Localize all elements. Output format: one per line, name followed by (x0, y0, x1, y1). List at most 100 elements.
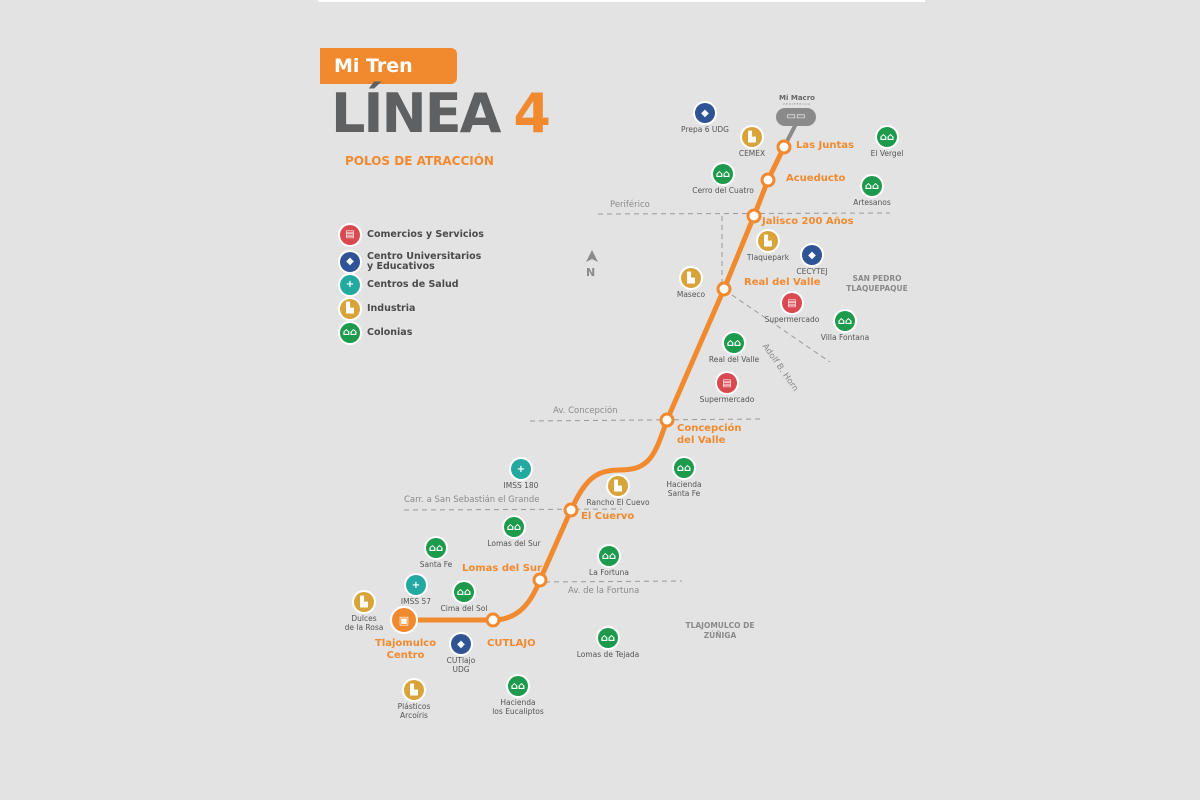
title-text: LÍNEA (331, 82, 501, 145)
houses-icon[interactable]: ⌂⌂ (674, 458, 694, 478)
road-av-fortuna (544, 580, 683, 583)
storefront-icon[interactable]: ▤ (717, 373, 737, 393)
poi-label-real-del-valle: Real del Valle (708, 355, 760, 364)
poi-label-dulces-de-la-rosa: Dulces de la Rosa (344, 614, 384, 632)
station-marker-concepcion-del-valle[interactable] (659, 412, 675, 428)
station-marker-cutlajo[interactable] (485, 612, 501, 628)
compass-label: N (586, 266, 596, 279)
poi-label-plasticos-arcoiris: Plásticos Arcoíris (397, 702, 431, 720)
poi-label-maseco: Maseco (676, 290, 706, 299)
houses-icon[interactable]: ⌂⌂ (724, 333, 744, 353)
factory-icon[interactable]: ▙ (608, 476, 628, 496)
poi-label-hacienda-santa-fe: Hacienda Santa Fe (666, 480, 702, 498)
station-label-cutlajo[interactable]: CUTLAJO (487, 638, 536, 649)
factory-icon: ▙ (340, 299, 360, 319)
station-marker-lomas-del-sur[interactable] (532, 572, 548, 588)
medical-cross-icon: + (340, 275, 360, 295)
graduation-cap-icon[interactable]: ◆ (802, 245, 822, 265)
station-marker-acueducto[interactable] (760, 172, 776, 188)
houses-icon[interactable]: ⌂⌂ (426, 538, 446, 558)
station-marker-el-cuervo[interactable] (563, 502, 579, 518)
legend-item-salud: +Centros de Salud (340, 275, 459, 295)
poi-label-cerro-del-cuatro: Cerro del Cuatro (692, 186, 754, 195)
road-periferico (597, 212, 891, 215)
poi-label-cecytej: CECYTEJ (796, 267, 828, 276)
houses-icon[interactable]: ⌂⌂ (835, 311, 855, 331)
factory-icon[interactable]: ▙ (404, 680, 424, 700)
train-icon: ▣ (399, 614, 409, 627)
houses-icon[interactable]: ⌂⌂ (454, 582, 474, 602)
north-arrow (586, 250, 598, 262)
north-arrow-icon (586, 250, 598, 262)
poi-label-prepa-6-udg: Prepa 6 UDG (681, 125, 729, 134)
bus-icon: ▭▭ (776, 108, 816, 126)
station-label-acueducto[interactable]: Acueducto (786, 173, 846, 184)
poi-label-villa-fontana: Villa Fontana (820, 333, 870, 342)
medical-cross-icon[interactable]: + (511, 459, 531, 479)
line-4-route (401, 144, 787, 623)
legend-label: Centro Universitarios y Educativos (367, 251, 482, 272)
station-marker-tlajomulco-centro[interactable] (390, 606, 418, 634)
poi-label-imss-57: IMSS 57 (400, 597, 432, 606)
houses-icon[interactable]: ⌂⌂ (862, 176, 882, 196)
poi-label-lomas-del-sur: Lomas del Sur (487, 539, 541, 548)
poi-label-artesanos: Artesanos (853, 198, 891, 207)
legend-label: Industria (367, 303, 416, 314)
storefront-icon[interactable]: ▤ (782, 293, 802, 313)
mi-macro-sublabel: PERIFÉRICO (783, 102, 811, 106)
poi-label-cutlajo-udg: CUTlajo UDG (446, 656, 476, 674)
houses-icon[interactable]: ⌂⌂ (599, 546, 619, 566)
road-label-av-fortuna: Av. de la Fortuna (568, 586, 640, 596)
graduation-cap-icon[interactable]: ◆ (695, 103, 715, 123)
houses-icon[interactable]: ⌂⌂ (877, 127, 897, 147)
station-label-real-del-valle[interactable]: Real del Valle (744, 277, 821, 288)
road-av-concepcion (529, 418, 763, 422)
line-number: 4 (513, 82, 551, 145)
station-marker-jalisco-200-anos[interactable] (746, 208, 762, 224)
station-label-lomas-del-sur[interactable]: Lomas del Sur (462, 563, 542, 574)
road-label-av-concepcion: Av. Concepción (553, 406, 618, 416)
houses-icon[interactable]: ⌂⌂ (598, 628, 618, 648)
mi-macro-label: Mi Macro (779, 94, 815, 102)
station-label-tlajomulco-centro[interactable]: Tlajomulco Centro (375, 638, 437, 661)
factory-icon[interactable]: ▙ (681, 268, 701, 288)
factory-icon[interactable]: ▙ (354, 592, 374, 612)
road-label-carr-san-sebastian: Carr. a San Sebastián el Grande (404, 495, 540, 505)
legend-label: Colonias (367, 327, 413, 338)
station-marker-real-del-valle[interactable] (716, 281, 732, 297)
station-label-jalisco-200-anos[interactable]: Jalisco 200 Años (762, 216, 854, 227)
poi-label-santa-fe: Santa Fe (419, 560, 453, 569)
medical-cross-icon[interactable]: + (406, 575, 426, 595)
station-label-las-juntas[interactable]: Las Juntas (796, 140, 854, 151)
brand-label: Mi Tren (320, 48, 457, 84)
factory-icon[interactable]: ▙ (742, 127, 762, 147)
road-label-periferico: Periférico (610, 200, 650, 210)
houses-icon[interactable]: ⌂⌂ (504, 517, 524, 537)
legend-label: Comercios y Servicios (367, 229, 484, 240)
region-san-pedro-tlaquepaque: SAN PEDRO TLAQUEPAQUE (846, 274, 908, 293)
graduation-cap-icon: ◆ (340, 252, 360, 272)
storefront-icon: ▤ (340, 225, 360, 245)
houses-icon[interactable]: ⌂⌂ (508, 676, 528, 696)
station-marker-las-juntas[interactable] (776, 139, 792, 155)
top-strip (318, 0, 925, 2)
region-tlajomulco: TLAJOMULCO DE ZÚÑIGA (685, 621, 755, 640)
houses-icon[interactable]: ⌂⌂ (713, 164, 733, 184)
legend-item-colonias: ⌂⌂ Colonias (340, 323, 412, 343)
station-label-concepcion-del-valle[interactable]: Concepción del Valle (677, 423, 742, 446)
poi-label-hacienda-los-eucaliptos: Hacienda los Eucaliptos (492, 698, 544, 716)
poi-label-rancho-el-cuevo: Rancho El Cuevo (586, 498, 650, 507)
poi-label-cemex: CEMEX (738, 149, 766, 158)
poi-label-la-fortuna: La Fortuna (589, 568, 629, 577)
legend-item-industria: ▙ Industria (340, 299, 415, 319)
station-label-el-cuervo[interactable]: El Cuervo (581, 511, 635, 522)
graduation-cap-icon[interactable]: ◆ (451, 634, 471, 654)
poi-label-supermercado: Supermercado (699, 395, 755, 404)
poi-label-lomas-de-tejada: Lomas de Tejada (576, 650, 640, 659)
legend-item-comercios: ▤ Comercios y Servicios (340, 225, 484, 245)
factory-icon[interactable]: ▙ (758, 231, 778, 251)
subtitle: POLOS DE ATRACCIÓN (345, 154, 494, 168)
houses-icon: ⌂⌂ (340, 323, 360, 343)
